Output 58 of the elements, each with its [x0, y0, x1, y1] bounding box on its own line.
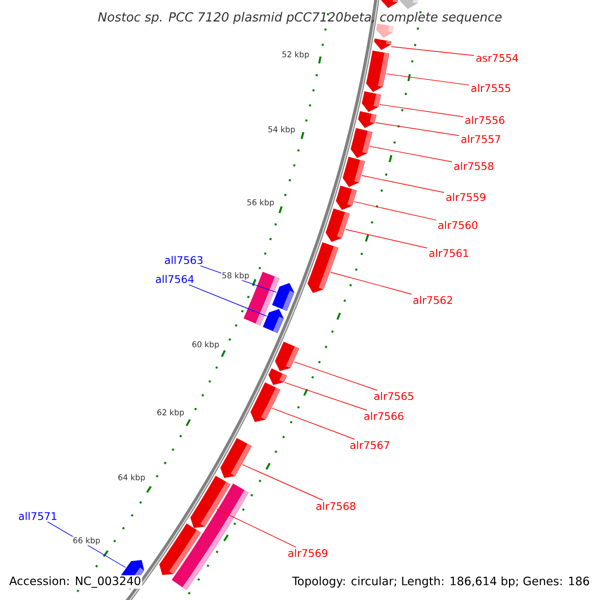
- leader-line: [361, 175, 444, 193]
- gene-label: alr7569: [288, 548, 328, 558]
- gene-feature: [336, 186, 357, 210]
- scale-label: 54 kbp: [267, 126, 296, 134]
- summary-text: Topology: circular; Length: 186,614 bp; Genes: 186: [291, 575, 591, 589]
- leader-line: [354, 201, 436, 220]
- gene-label: alr7565: [374, 392, 414, 400]
- gene-label: alr7556: [465, 116, 504, 124]
- leader-line: [375, 122, 460, 136]
- scale-label: 52 kbp: [281, 50, 310, 60]
- gene-feature: [400, 0, 421, 9]
- gene-feature: [172, 533, 218, 590]
- gene-label: alr7561: [429, 248, 468, 258]
- gene-label: alr7567: [350, 440, 390, 450]
- gene-label: alr7560: [438, 220, 478, 230]
- gene-label: alr7568: [316, 502, 356, 510]
- leader-line: [272, 408, 355, 440]
- gene-label: all7571: [18, 512, 56, 520]
- leader-line: [188, 284, 267, 316]
- scale-label: 60 kbp: [191, 340, 220, 350]
- gene-feature: [376, 24, 394, 38]
- leader-line: [390, 46, 474, 56]
- leader-line: [369, 146, 452, 162]
- leader-line: [345, 229, 428, 248]
- gene-feature: [342, 156, 365, 187]
- gene-feature: [326, 208, 350, 242]
- gene-label: alr7557: [461, 134, 500, 144]
- scale-label: 62 kbp: [156, 408, 185, 418]
- scale-label: 56 kbp: [246, 198, 275, 208]
- leader-line: [294, 361, 378, 391]
- gene-label: alr7555: [471, 84, 510, 92]
- gene-label: alr7559: [446, 192, 486, 202]
- leader-line: [242, 464, 324, 501]
- gene-label: all7563: [164, 256, 202, 264]
- gene-feature: [358, 111, 377, 128]
- leader-line: [330, 272, 412, 295]
- gene-feature: [262, 309, 284, 334]
- gene-feature: [307, 242, 338, 293]
- gene-feature: [250, 382, 280, 422]
- accession-text: Accession: NC_003240: [8, 575, 142, 589]
- gene-feature: [362, 91, 382, 112]
- scale-label: 64 kbp: [117, 474, 146, 482]
- scale-label: 66 kbp: [72, 536, 101, 546]
- gene-feature: [220, 438, 252, 478]
- scale-label: 58 kbp: [221, 272, 250, 280]
- gene-feature: [268, 368, 287, 385]
- leader-line: [284, 382, 368, 411]
- gene-label: alr7558: [454, 162, 494, 170]
- leader-line: [386, 73, 470, 86]
- gene-label: asr7554: [476, 54, 518, 62]
- leader-line: [379, 104, 464, 118]
- gene-feature: [374, 38, 392, 50]
- gene-feature: [272, 283, 294, 312]
- leader-line: [216, 508, 296, 548]
- gene-label: all7564: [156, 274, 194, 284]
- gene-label: alr7562: [413, 296, 452, 304]
- gene-feature: [380, 0, 400, 8]
- gene-label: alr7566: [364, 412, 404, 420]
